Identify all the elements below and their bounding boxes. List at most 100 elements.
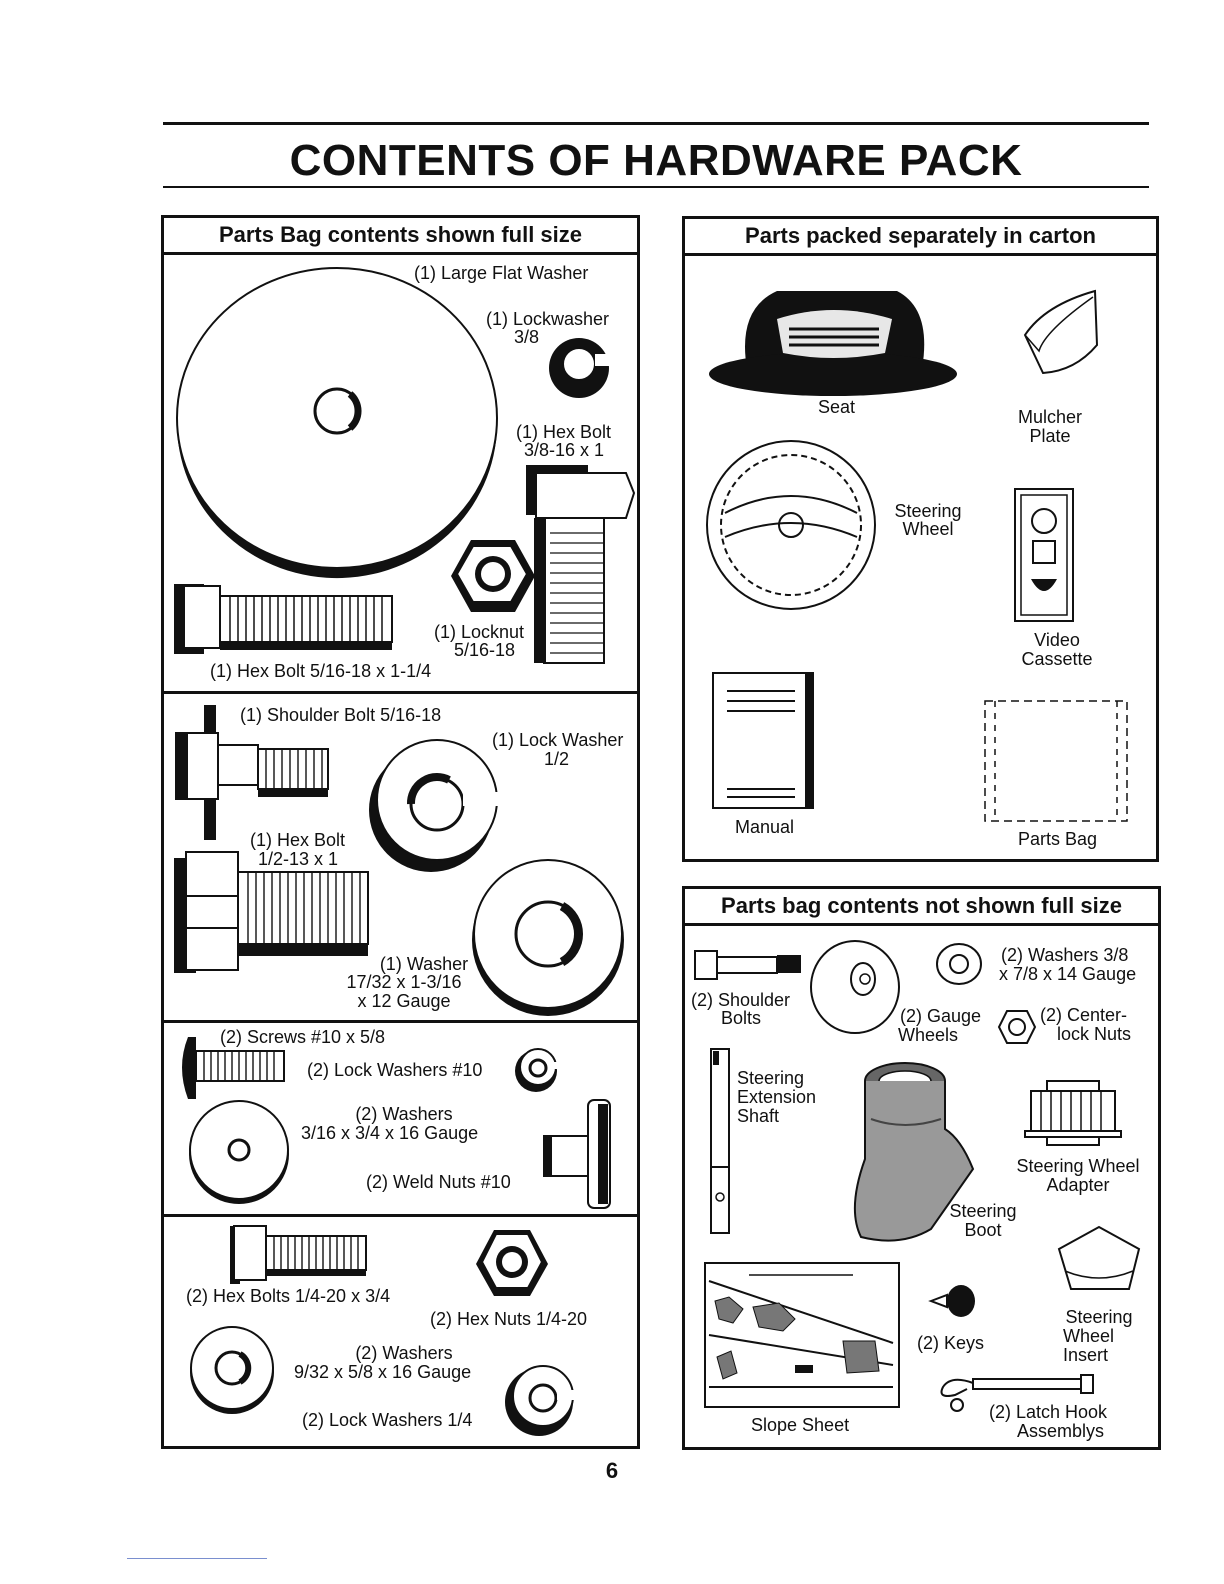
washer-1732-label-1: (1) Washer	[379, 954, 469, 974]
large-flat-washer-icon	[176, 267, 498, 579]
large-flat-washer-label: (1) Large Flat Washer	[414, 263, 589, 283]
hex-nuts-14-label: (2) Hex Nuts 1/4-20	[430, 1309, 588, 1329]
locknut-icon	[451, 540, 535, 612]
lock-washer-12-icon	[369, 739, 507, 872]
latch-hook-icon	[940, 1374, 1094, 1412]
lock-washer-14-icon	[505, 1365, 583, 1436]
steering-boot-icon	[853, 1062, 975, 1242]
steering-extension-shaft-label-3: Shaft	[737, 1106, 780, 1126]
shoulder-bolt-small-icon	[694, 950, 801, 980]
hex-bolt-38-label-2: 3/8-16 x 1	[524, 440, 605, 460]
latch-hook-label-1: (2) Latch Hook	[989, 1402, 1108, 1422]
mulcher-plate-icon	[1023, 289, 1099, 375]
latch-hook-label-2: Assemblys	[1017, 1421, 1105, 1441]
slope-sheet-label: Slope Sheet	[751, 1415, 850, 1435]
washers-316-label-1: (2) Washers	[355, 1104, 453, 1124]
mulcher-plate-label-2: Plate	[1029, 426, 1071, 446]
lock-washer-12-label-1: (1) Lock Washer	[492, 730, 624, 750]
steering-extension-shaft-icon	[710, 1048, 730, 1234]
page-number: 6	[605, 1458, 619, 1483]
steering-wheel-adapter-label-1: Steering Wheel	[1016, 1156, 1140, 1176]
locknut-label-2: 5/16-18	[454, 640, 516, 660]
steering-wheel-label-1: Steering	[894, 501, 962, 521]
lock-washer-12-label-2: 1/2	[544, 749, 570, 769]
video-cassette-label-2: Cassette	[1021, 649, 1093, 669]
steering-wheel-insert-icon	[1057, 1225, 1141, 1290]
hex-bolt-38-label-1: (1) Hex Bolt	[516, 422, 612, 442]
gauge-wheels-label-1: (2) Gauge	[900, 1006, 982, 1026]
video-cassette-icon	[1014, 488, 1074, 622]
hex-bolt-516-icon	[174, 584, 393, 654]
manual-icon	[712, 672, 814, 809]
steering-extension-shaft-label-1: Steering	[737, 1068, 805, 1088]
shoulder-bolts-label-1: (2) Shoulder	[691, 990, 791, 1010]
video-cassette-label-1: Video	[1034, 630, 1080, 650]
lockwasher-38-label-1: (1) Lockwasher	[486, 309, 610, 329]
page-title: CONTENTS OF HARDWARE PACK	[289, 136, 1023, 185]
full-size-panel: Parts Bag contents shown full size (1) L…	[161, 215, 640, 1449]
manual-label: Manual	[735, 817, 795, 837]
gauge-wheels-label-2: Wheels	[898, 1025, 959, 1045]
key-icon	[928, 1285, 975, 1317]
shoulder-bolt-icon	[175, 705, 329, 840]
center-lock-nuts-label-1: (2) Center-	[1040, 1005, 1128, 1025]
washer-38-icon	[936, 943, 982, 985]
shoulder-bolts-label-2: Bolts	[721, 1008, 762, 1028]
washers-932-label-2: 9/32 x 5/8 x 16 Gauge	[294, 1362, 472, 1382]
steering-wheel-insert-label-1: Steering	[1065, 1307, 1133, 1327]
steering-boot-label-1: Steering	[949, 1201, 1017, 1221]
washer-1732-label-2: 17/32 x 1-3/16	[346, 972, 462, 992]
carton-panel: Parts packed separately in carton Seat M…	[682, 216, 1159, 862]
hex-bolt-12-label-2: 1/2-13 x 1	[258, 849, 339, 869]
center-lock-nuts-label-2: lock Nuts	[1057, 1024, 1132, 1044]
divider-2	[164, 1020, 637, 1023]
screw-icon	[182, 1037, 285, 1099]
steering-wheel-icon	[706, 440, 876, 610]
lock-washer-10-icon	[515, 1048, 566, 1092]
washers-316-label-2: 3/16 x 3/4 x 16 Gauge	[301, 1123, 479, 1143]
carton-heading: Parts packed separately in carton	[685, 219, 1156, 256]
hex-bolt-516-label: (1) Hex Bolt 5/16-18 x 1-1/4	[210, 661, 432, 681]
washers-38-label-2: x 7/8 x 14 Gauge	[999, 964, 1137, 984]
hex-nut-14-icon	[476, 1230, 548, 1296]
washer-1732-icon	[472, 859, 624, 1016]
weld-nut-icon	[543, 1099, 611, 1209]
slope-sheet-icon	[704, 1262, 900, 1408]
top-rule	[163, 122, 1149, 125]
parts-bag-label: Parts Bag	[1018, 829, 1098, 849]
keys-label: (2) Keys	[917, 1333, 985, 1353]
hex-bolts-14-label: (2) Hex Bolts 1/4-20 x 3/4	[186, 1286, 391, 1306]
hex-bolt-38-icon	[526, 465, 636, 664]
washer-316-icon	[189, 1100, 289, 1204]
washer-1732-label-3: x 12 Gauge	[357, 991, 451, 1011]
steering-wheel-label-2: Wheel	[902, 519, 954, 539]
lockwasher-38-icon	[549, 338, 615, 398]
steering-boot-label-2: Boot	[964, 1220, 1002, 1240]
gauge-wheel-icon	[810, 940, 900, 1034]
weld-nuts-label: (2) Weld Nuts #10	[366, 1172, 511, 1192]
hex-bolt-12-icon	[174, 851, 369, 973]
lockwasher-38-label-2: 3/8	[514, 327, 540, 347]
mulcher-plate-label-1: Mulcher	[1017, 407, 1083, 427]
parts-bag-icon	[984, 700, 1128, 822]
shoulder-bolt-label: (1) Shoulder Bolt 5/16-18	[240, 705, 442, 725]
washers-38-label-1: (2) Washers 3/8	[1001, 945, 1129, 965]
lock-washers-14-label: (2) Lock Washers 1/4	[302, 1410, 473, 1430]
seat-icon	[709, 291, 957, 396]
center-lock-nut-icon	[997, 1010, 1037, 1044]
screws-label: (2) Screws #10 x 5/8	[220, 1027, 386, 1047]
steering-wheel-insert-label-2: Wheel	[1063, 1326, 1115, 1346]
steering-extension-shaft-label-2: Extension	[737, 1087, 817, 1107]
washers-932-label-1: (2) Washers	[355, 1343, 453, 1363]
steering-wheel-insert-label-3: Insert	[1063, 1345, 1109, 1365]
full-size-heading: Parts Bag contents shown full size	[164, 218, 637, 255]
lock-washers-10-label: (2) Lock Washers #10	[307, 1060, 483, 1080]
not-full-size-heading: Parts bag contents not shown full size	[685, 889, 1158, 926]
seat-label: Seat	[818, 397, 856, 417]
title-underline	[163, 186, 1149, 188]
divider-1	[164, 691, 637, 694]
divider-3	[164, 1214, 637, 1217]
washer-932-icon	[190, 1326, 274, 1414]
hex-bolt-12-label-1: (1) Hex Bolt	[250, 830, 346, 850]
locknut-label-1: (1) Locknut	[434, 622, 525, 642]
